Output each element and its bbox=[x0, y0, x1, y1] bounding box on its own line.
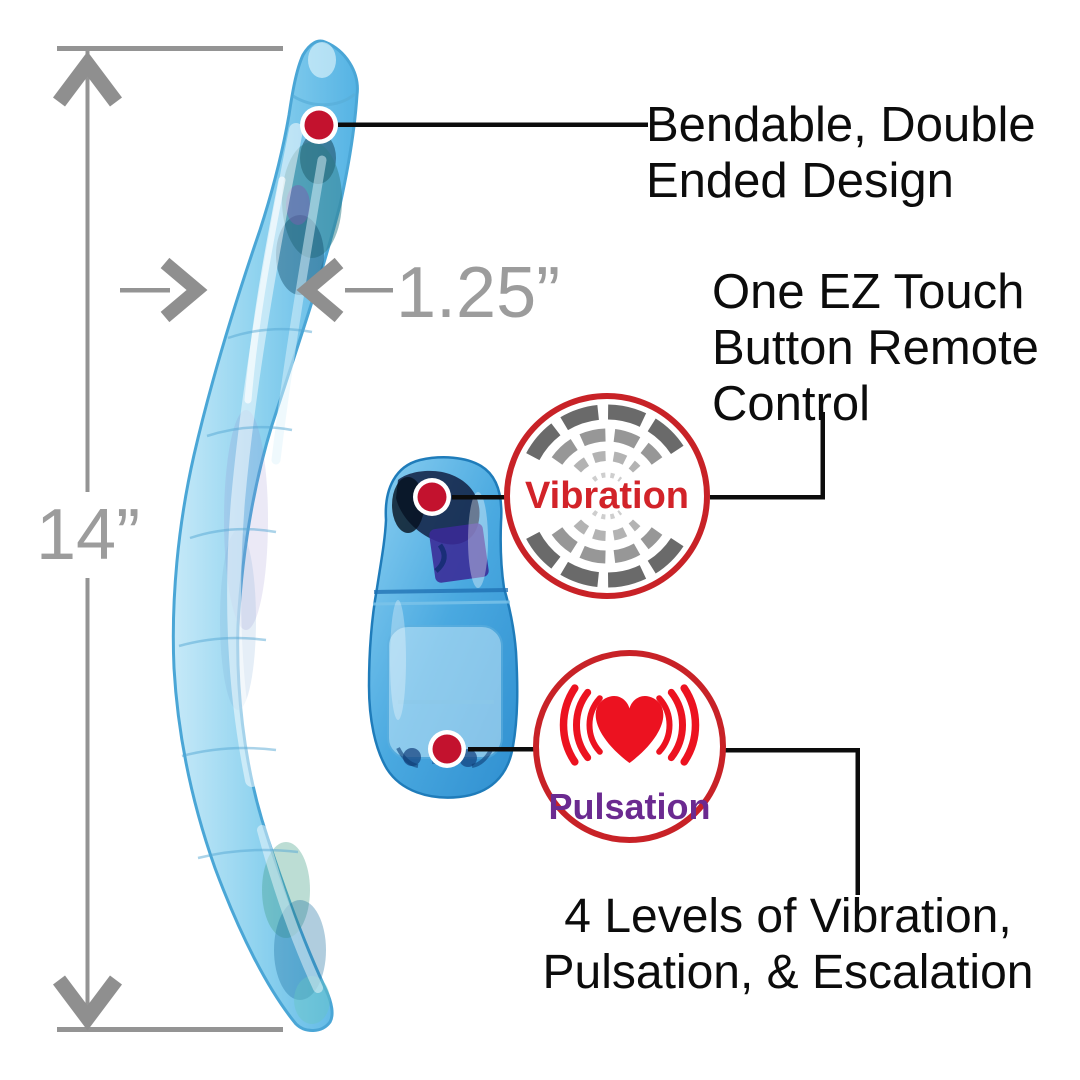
width-line-left bbox=[120, 288, 170, 293]
vibration-badge-label: Vibration bbox=[525, 474, 689, 517]
bendable-line-1: Bendable, Double bbox=[646, 98, 1036, 152]
vibration-dot-line bbox=[452, 495, 506, 500]
levels-callout-text: 4 Levels of Vibration, Pulsation, & Esca… bbox=[508, 889, 1068, 1001]
callout-lines bbox=[338, 122, 860, 895]
bendable-line-2: Ended Design bbox=[646, 154, 954, 208]
remote-highlight-2 bbox=[390, 600, 406, 720]
pulsation-callout-dot bbox=[428, 730, 466, 768]
pulsation-elbow-horizontal bbox=[724, 748, 860, 753]
vibration-elbow-vertical bbox=[820, 412, 825, 499]
pulsation-icon bbox=[559, 684, 700, 766]
remote-callout-text: One EZ Touch Button Remote Control bbox=[712, 264, 1039, 432]
levels-line-2: Pulsation, & Escalation bbox=[542, 946, 1034, 999]
length-measure-label: 14” bbox=[36, 495, 141, 575]
marker-dots bbox=[300, 106, 466, 768]
remote-line-3: Control bbox=[712, 377, 870, 431]
width-arrow-left-icon bbox=[296, 257, 344, 323]
heart-icon bbox=[595, 695, 664, 763]
vibration-callout-dot bbox=[413, 478, 451, 516]
down-arrowhead-icon bbox=[53, 975, 122, 1031]
remote-control-photo bbox=[367, 456, 519, 799]
jelly-ring-lines bbox=[178, 327, 313, 860]
pulsation-dot-line bbox=[468, 747, 534, 752]
head-ridge bbox=[292, 92, 356, 107]
product-photo bbox=[171, 39, 359, 1032]
vibration-badge: Vibration bbox=[504, 393, 710, 599]
length-measurement bbox=[53, 46, 283, 1032]
up-arrowhead-icon bbox=[53, 51, 122, 107]
width-measurement bbox=[120, 257, 393, 323]
pulsation-badge-label: Pulsation bbox=[548, 786, 711, 827]
pulse-waves-left-icon bbox=[559, 684, 603, 766]
width-line-right bbox=[345, 288, 393, 293]
length-line-upper bbox=[85, 51, 90, 492]
pulsation-elbow-vertical bbox=[855, 748, 860, 895]
remote-line-2: Button Remote bbox=[712, 321, 1039, 375]
levels-line-1: 4 Levels of Vibration, bbox=[564, 890, 1012, 943]
remote-line-1: One EZ Touch bbox=[712, 265, 1025, 319]
bendable-callout-line bbox=[338, 122, 648, 127]
top-extent-rule bbox=[57, 46, 283, 51]
vibration-elbow-horizontal bbox=[710, 495, 825, 500]
width-measure-label: 1.25” bbox=[396, 253, 561, 333]
jelly-highlights bbox=[227, 123, 327, 993]
bendable-callout-text: Bendable, Double Ended Design bbox=[646, 97, 1036, 209]
width-arrow-right-icon bbox=[160, 257, 208, 323]
internal-mechanism-bottom bbox=[262, 842, 330, 1024]
remote-band bbox=[372, 588, 511, 606]
tip-highlight bbox=[308, 42, 336, 78]
bottom-extent-rule bbox=[57, 1027, 283, 1032]
vibration-waves-icon bbox=[526, 404, 688, 588]
pulsation-badge: Pulsation bbox=[533, 650, 726, 843]
remote-highlight bbox=[468, 492, 488, 588]
length-line-lower bbox=[85, 578, 90, 1027]
bendable-callout-dot bbox=[300, 106, 338, 144]
pulse-waves-right-icon bbox=[656, 684, 700, 766]
